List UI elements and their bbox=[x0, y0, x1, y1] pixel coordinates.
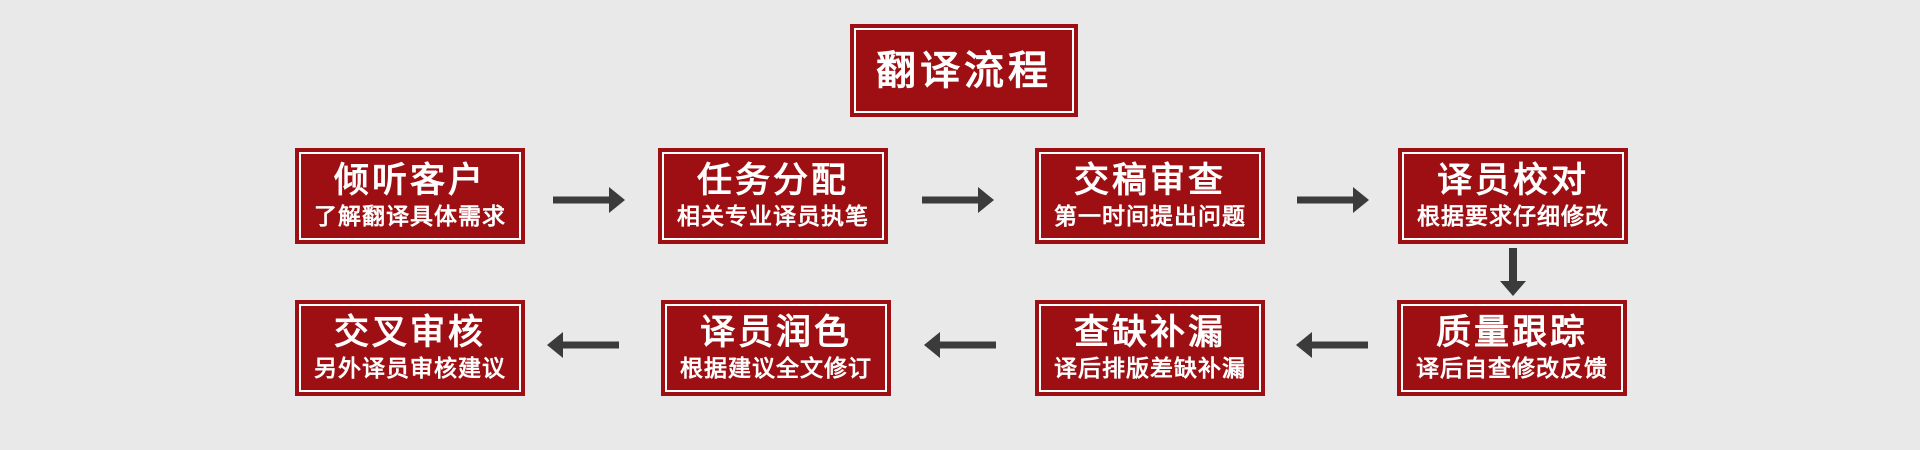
flow-step-8-subtitle: 另外译员审核建议 bbox=[314, 354, 506, 381]
flow-step-2-title: 任务分配 bbox=[696, 160, 849, 200]
flow-step-3-box: 交稿审查 第一时间提出问题 bbox=[1035, 148, 1265, 244]
flow-step-3-inner: 交稿审查 第一时间提出问题 bbox=[1039, 152, 1261, 240]
flow-step-7-title: 译员润色 bbox=[699, 312, 852, 352]
flow-step-1-inner: 倾听客户 了解翻译具体需求 bbox=[299, 152, 521, 240]
flow-step-7-inner: 译员润色 根据建议全文修订 bbox=[665, 304, 887, 392]
flow-step-4-box: 译员校对 根据要求仔细修改 bbox=[1398, 148, 1628, 244]
flow-step-6-subtitle: 译后排版差缺补漏 bbox=[1054, 354, 1246, 381]
flow-step-4-subtitle: 根据要求仔细修改 bbox=[1417, 202, 1609, 229]
flow-step-1-subtitle: 了解翻译具体需求 bbox=[314, 202, 506, 229]
flow-step-7-subtitle: 根据建议全文修订 bbox=[680, 354, 872, 381]
arrow-right-icon bbox=[553, 187, 625, 213]
arrow-right-icon bbox=[922, 187, 994, 213]
flow-step-3-subtitle: 第一时间提出问题 bbox=[1054, 202, 1246, 229]
flow-step-2-subtitle: 相关专业译员执笔 bbox=[677, 202, 869, 229]
flow-step-8-inner: 交叉审核 另外译员审核建议 bbox=[299, 304, 521, 392]
flow-step-4-title: 译员校对 bbox=[1436, 160, 1589, 200]
flow-step-6-box: 查缺补漏 译后排版差缺补漏 bbox=[1035, 300, 1265, 396]
flow-step-8-title: 交叉审核 bbox=[333, 312, 486, 352]
flow-step-8-box: 交叉审核 另外译员审核建议 bbox=[295, 300, 525, 396]
flow-step-3-title: 交稿审查 bbox=[1073, 160, 1226, 200]
flowchart-title: 翻译流程 bbox=[876, 48, 1052, 93]
arrow-left-icon bbox=[924, 332, 996, 358]
flow-step-4-inner: 译员校对 根据要求仔细修改 bbox=[1402, 152, 1624, 240]
flow-step-6-title: 查缺补漏 bbox=[1073, 312, 1226, 352]
flow-step-1-box: 倾听客户 了解翻译具体需求 bbox=[295, 148, 525, 244]
flow-step-5-subtitle: 译后自查修改反馈 bbox=[1416, 354, 1608, 381]
flow-step-6-inner: 查缺补漏 译后排版差缺补漏 bbox=[1039, 304, 1261, 392]
flowchart-title-inner: 翻译流程 bbox=[854, 28, 1074, 113]
flow-step-5-title: 质量跟踪 bbox=[1435, 312, 1588, 352]
flowchart-title-box: 翻译流程 bbox=[850, 24, 1078, 117]
arrow-left-icon bbox=[547, 332, 619, 358]
flow-step-1-title: 倾听客户 bbox=[333, 160, 486, 200]
flow-step-2-box: 任务分配 相关专业译员执笔 bbox=[658, 148, 888, 244]
flow-step-2-inner: 任务分配 相关专业译员执笔 bbox=[662, 152, 884, 240]
flow-step-5-inner: 质量跟踪 译后自查修改反馈 bbox=[1401, 304, 1623, 392]
arrow-right-icon bbox=[1297, 187, 1369, 213]
flow-step-5-box: 质量跟踪 译后自查修改反馈 bbox=[1397, 300, 1627, 396]
flow-step-7-box: 译员润色 根据建议全文修订 bbox=[661, 300, 891, 396]
arrow-left-icon bbox=[1296, 332, 1368, 358]
arrow-down-icon bbox=[1500, 248, 1526, 296]
